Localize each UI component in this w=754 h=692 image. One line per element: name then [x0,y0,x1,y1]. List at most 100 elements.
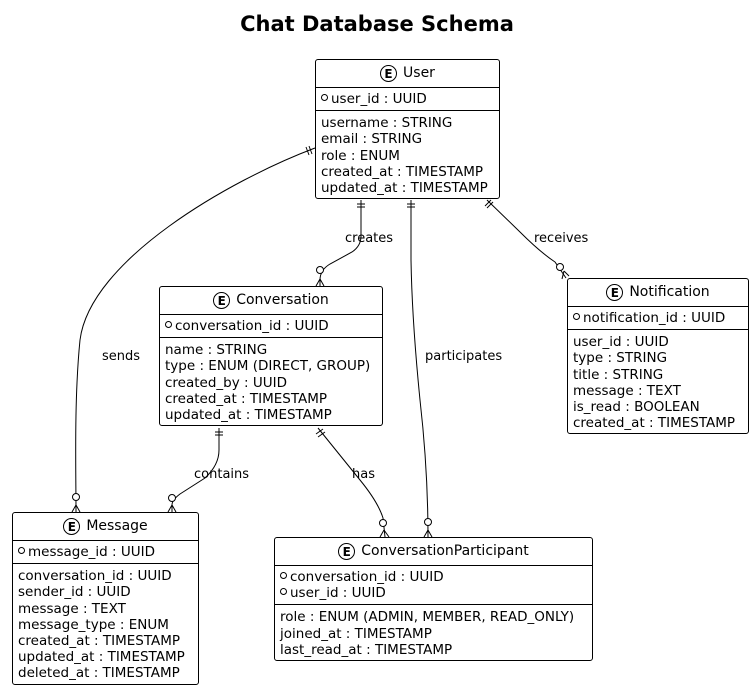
many-mark [563,270,570,277]
entity-attributes: user_id : UUID type : STRING title : STR… [568,330,748,433]
relation-label-participates: participates [425,349,503,364]
many-mark [167,504,173,513]
attribute-row: updated_at : TIMESTAMP [321,180,488,197]
attribute-row: created_by : UUID [165,374,288,391]
relation-label-creates: creates [345,231,394,246]
entity-notification: E Notification notification_id : UUID us… [567,278,749,435]
entity-name: Message [86,518,148,535]
relation-line-receives [486,199,567,279]
attribute-row: message : TEXT [573,382,681,399]
attribute-row: is_read : BOOLEAN [573,399,700,416]
attribute-row: username : STRING [321,115,453,132]
attribute-row: type : STRING [573,350,668,367]
key-dot-icon [573,313,580,320]
entity-header: E Message [13,513,198,541]
entity-attributes: role : ENUM (ADMIN, MEMBER, READ_ONLY) j… [275,605,592,660]
attribute-row: role : ENUM (ADMIN, MEMBER, READ_ONLY) [280,609,575,626]
key-dot-icon [165,321,172,328]
zero-mark [316,266,324,274]
many-mark [423,529,429,538]
relation-line-sends [75,147,316,513]
entity-attributes: username : STRING email : STRING role : … [316,111,499,198]
relation-line-participates [410,200,429,538]
entity-attributes: conversation_id : UUID sender_id : UUID … [13,564,198,683]
attribute-row: created_at : TIMESTAMP [18,633,181,650]
entity-keys: message_id : UUID [13,541,198,565]
many-mark [561,270,565,280]
key-dot-icon [280,588,287,596]
entity-keys: user_id : UUID [316,88,499,112]
entity-message: E Message message_id : UUID conversation… [12,512,199,685]
diagram-title: Chat Database Schema [240,12,514,36]
many-mark [379,529,385,538]
key-dot-icon [18,547,25,554]
entity-icon: E [380,65,398,82]
attribute-row: joined_at : TIMESTAMP [280,625,432,642]
attribute-row: updated_at : TIMESTAMP [18,649,185,666]
attribute-row: message_type : ENUM [18,616,169,633]
zero-mark [379,519,387,527]
relation-line-creates [319,200,362,286]
entity-header: E ConversationParticipant [275,538,592,566]
many-mark [319,278,325,287]
entity-icon: E [213,292,231,309]
entity-keys: conversation_id : UUID user_id : UUID [275,566,592,606]
key-row: user_id : UUID [280,585,587,601]
attribute-row: created_at : TIMESTAMP [165,390,328,407]
many-mark [75,504,81,513]
relation-line-contains [171,428,220,512]
one-mark [308,145,313,155]
attribute-row: updated_at : TIMESTAMP [165,407,332,424]
entity-icon: E [338,543,356,560]
attribute-row: conversation_id : UUID [18,568,172,585]
many-mark [315,278,321,287]
many-mark [383,529,390,538]
attribute-row: role : ENUM [321,147,400,164]
one-mark [305,146,310,156]
key-dot-icon [321,94,328,101]
many-mark [71,504,77,513]
attribute-row: created_at : TIMESTAMP [321,163,484,180]
entity-conversation-participant: E ConversationParticipant conversation_i… [274,537,593,662]
attribute-row: title : STRING [573,366,664,383]
entity-keys: notification_id : UUID [568,307,748,331]
entity-conversation: E Conversation conversation_id : UUID na… [159,286,383,427]
many-mark [171,504,177,513]
key-row: notification_id : UUID [573,310,743,326]
entity-name: User [403,65,435,82]
relation-line-has [317,427,386,538]
key-row: conversation_id : UUID [280,569,587,585]
relation-label-has: has [352,467,375,482]
one-mark [317,431,326,438]
one-mark [486,201,494,209]
attribute-row: type : ENUM (DIRECT, GROUP) [165,358,371,375]
entity-header: E Conversation [160,287,382,315]
entity-name: ConversationParticipant [361,543,529,560]
entity-name: Notification [629,284,710,301]
key-row: user_id : UUID [321,91,494,107]
attribute-row: message : TEXT [18,600,126,617]
zero-mark [72,493,80,501]
attribute-row: created_at : TIMESTAMP [573,415,736,432]
entity-header: E Notification [568,279,748,307]
entity-header: E User [316,60,499,88]
attribute-row: sender_id : UUID [18,584,131,601]
attribute-row: last_read_at : TIMESTAMP [280,641,453,658]
one-mark [315,428,324,435]
attribute-row: email : STRING [321,131,423,148]
relation-label-receives: receives [534,231,589,246]
attribute-row: name : STRING [165,342,268,359]
key-row: conversation_id : UUID [165,318,377,334]
entity-name: Conversation [236,292,329,309]
many-mark [427,529,433,538]
entity-keys: conversation_id : UUID [160,315,382,339]
key-dot-icon [280,572,287,579]
one-mark [484,199,492,207]
relation-label-contains: contains [194,467,250,482]
attribute-row: user_id : UUID [573,334,669,351]
entity-icon: E [606,284,624,301]
zero-mark [556,263,564,271]
key-row: message_id : UUID [18,544,193,560]
entity-attributes: name : STRING type : ENUM (DIRECT, GROUP… [160,338,382,425]
